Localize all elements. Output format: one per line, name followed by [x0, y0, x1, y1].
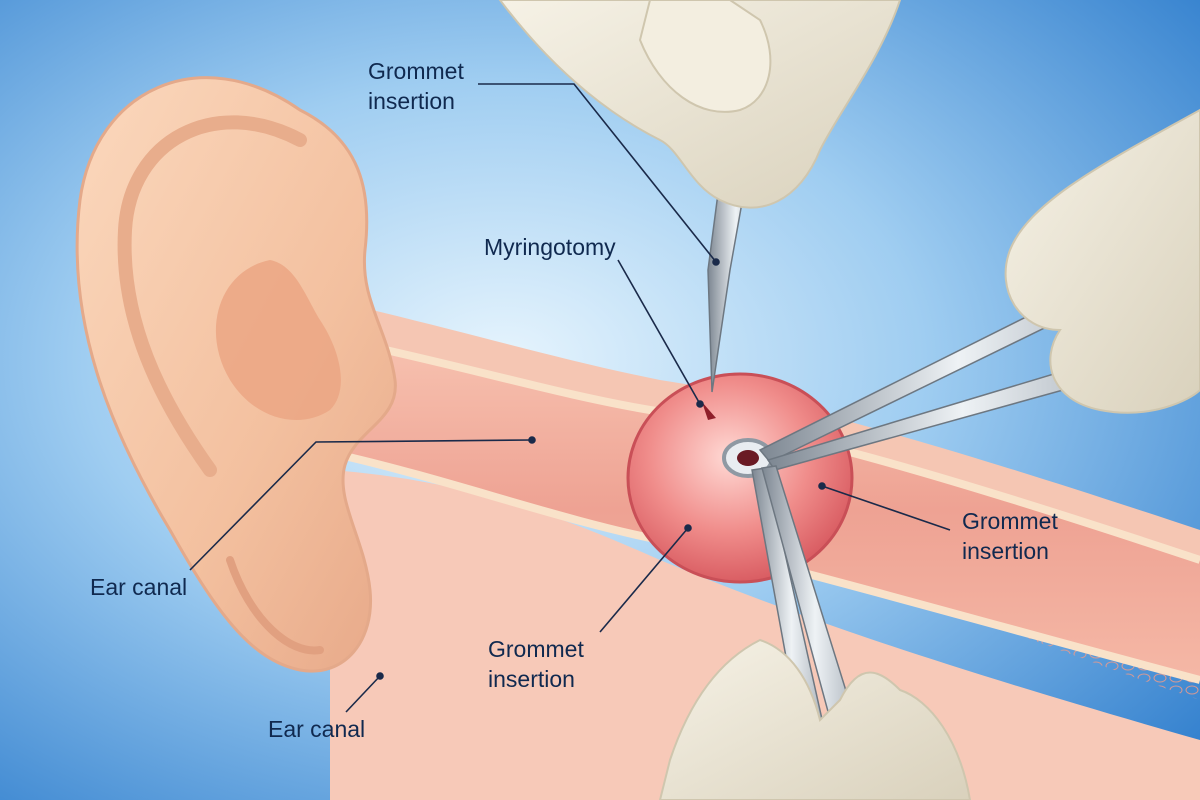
canal-lower-tissue: [330, 470, 1200, 800]
label-ear-canal-bottom: Ear canal: [268, 716, 366, 742]
label-grommet-insertion-bottom: Grommet insertion: [488, 636, 584, 692]
label-grommet-insertion-right: Grommet insertion: [962, 508, 1058, 564]
leader-dot-ear-canal-bottom: [376, 672, 384, 680]
glove-top-finger: [638, 0, 772, 113]
leader-line-grommet-top: [478, 83, 717, 263]
ear-concha: [215, 260, 341, 420]
leader-dot-grommet-bottom: [684, 524, 692, 532]
leader-lines: [189, 83, 951, 713]
leader-line-myringotomy: [617, 259, 701, 405]
leader-dot-grommet-top: [712, 258, 720, 266]
leader-line-ear-canal-left: [189, 439, 533, 571]
leader-line-ear-canal-bottom: [345, 675, 381, 713]
myringotomy-incision: [702, 402, 716, 420]
leader-line-grommet-right: [821, 485, 951, 531]
leader-dot-grommet-right: [818, 482, 826, 490]
ear-helix-fold: [117, 115, 307, 477]
eardrum: [626, 372, 854, 584]
leader-line-grommet-bottom: [599, 527, 689, 633]
label-grommet-insertion-top: Grommet insertion: [368, 58, 464, 114]
grommet-hole: [737, 450, 759, 466]
label-myringotomy: Myringotomy: [484, 234, 616, 260]
leader-dot-ear-canal-left: [528, 436, 536, 444]
glove-right: [1004, 108, 1200, 414]
label-ear-canal-left: Ear canal: [90, 574, 188, 600]
leader-dot-myringotomy: [696, 400, 704, 408]
ear-lobe-shadow: [226, 556, 324, 655]
glove-bottom: [658, 638, 972, 800]
